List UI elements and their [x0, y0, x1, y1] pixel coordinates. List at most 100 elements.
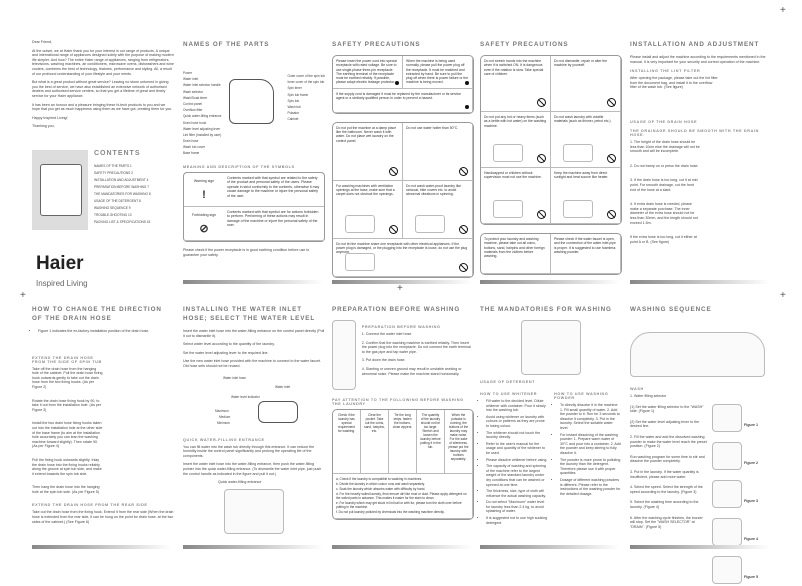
direction-step: Pull the fixing hook outwards slightly. …	[32, 457, 102, 476]
symbol-label: Warning sign	[193, 179, 215, 183]
safety-page-1: SAFETY PRECAUTIONS Please insert the powe…	[332, 40, 474, 286]
symbol-description: Contents marked with that symbol are for…	[227, 210, 319, 228]
precaution-cell: Do not put the machine at a damp place l…	[333, 122, 403, 181]
figure-block: Figure 4	[712, 508, 772, 546]
forbidding-sign-icon	[459, 262, 468, 272]
laundry-check: Check if the laundry has special require…	[333, 410, 361, 474]
precaution-cell: Do not let the machine share one recepta…	[333, 238, 473, 277]
part-label: Wash/Soak timer	[183, 95, 208, 100]
illustration	[415, 214, 445, 233]
detergent-item: For instant dissolving of the washing po…	[560, 433, 622, 456]
laundry-check: Clear the pocket. Take out the coins, sa…	[361, 410, 389, 474]
figure-drawing	[712, 442, 742, 470]
precaution-text: Do not wash laundry with volatile materi…	[554, 115, 612, 124]
precaution-text: Do not dismantle, repair or alter the ma…	[554, 59, 608, 68]
prep-step: 2. Confirm that the washing machine is e…	[361, 340, 471, 354]
logo-tagline: Inspired Living	[36, 279, 88, 288]
wash-step: Run washing program for some time to sti…	[630, 454, 705, 464]
laundry-note: a. Check if the laundry is compatible to…	[336, 477, 423, 481]
page-footer-bar	[32, 545, 172, 549]
contents-item: THE MANDATORIES FOR WASHING 8	[94, 192, 151, 196]
part-label: Inner cover of the spin tub	[287, 80, 325, 85]
prep-subtitle: PREPARATION BEFORE WASHING	[361, 325, 441, 329]
precaution-cell: When the machine is being used normally,…	[403, 56, 473, 89]
inlet-figure-label: Water inlet	[275, 384, 291, 389]
laundry-note: b. Divide the laundry in which colour ru…	[336, 482, 425, 486]
precaution-cell: Do not wash laundry with volatile materi…	[551, 112, 621, 168]
part-label: Outer cover of the spin tub	[287, 74, 325, 78]
figure-caption: Figure 5	[744, 575, 758, 580]
crop-mark-icon: +	[780, 5, 786, 16]
part-label: Quick water-filling entrance	[183, 114, 222, 119]
detergent-item: Refer to the user's manual for the usage…	[486, 442, 548, 456]
precaution-cell: Do not dismantle, repair or alter the ma…	[551, 56, 621, 112]
laundry-table: Check if the laundry has special require…	[332, 409, 474, 520]
precaution-cell: For washing machines with ventilation op…	[333, 180, 403, 239]
detergent-item: It is suggested not to use high sudsing …	[486, 516, 548, 525]
wash-step: 6. After the washing cycle finishes, the…	[630, 515, 703, 529]
forbidding-sign-icon	[537, 210, 546, 219]
forbidding-sign-icon	[607, 98, 616, 107]
figure-block: Figure 1	[712, 394, 772, 432]
intro-paragraph: But what is a great product without grea…	[32, 80, 169, 98]
inlet-figure-label: Medium	[219, 414, 231, 419]
lint-filter-text: After opening the package, please take o…	[630, 76, 718, 90]
washing-machine-illustration	[32, 150, 88, 230]
forbidding-sign-icon	[537, 154, 546, 163]
warning-icon	[395, 80, 399, 85]
detergent-column: HOW TO USE WHITENER Fill water to the dec…	[480, 387, 548, 527]
inlet-step: Insert the water inlet hose into the wat…	[183, 329, 325, 338]
figure-drawing	[712, 480, 742, 508]
part-label: Control panel	[183, 101, 202, 106]
machine-drawing	[258, 400, 298, 423]
detergent-list: To directly dissolve it in the machine: …	[554, 403, 622, 496]
forbidding-sign-icon	[389, 224, 398, 234]
figure-drawing	[712, 556, 742, 584]
contents-item: SAFETY PRECAUTIONS 2	[94, 171, 133, 175]
detergent-column: HOW TO USE WASHING POWDERTo directly dis…	[554, 387, 622, 527]
figure-caption: Figure 4	[744, 537, 758, 542]
inlet-step: Select water level according to the quan…	[183, 342, 275, 347]
drain-hose-step: If the extra hose is too long, cut it ei…	[630, 235, 697, 244]
drain-hose-step: 4. If extra drain hose is needed, please…	[630, 202, 698, 225]
control-panel-diagram	[630, 332, 765, 377]
direction-step: Then hang the drain hose into the hangin…	[32, 485, 100, 494]
detergent-item: Dosage of different washing powders is d…	[560, 478, 622, 496]
detergent-list: Fill water to the decided level. Dilute …	[480, 399, 548, 525]
illustration	[493, 200, 523, 218]
woman-illustration	[332, 320, 356, 390]
page-footer-bar	[183, 545, 323, 549]
page-footer-bar	[480, 545, 620, 549]
greeting: Dear Friend,	[32, 40, 52, 44]
rear-extend-text: Take out the drain hose from the fixing …	[32, 510, 174, 524]
safety-page-2-title: SAFETY PRECAUTIONS	[480, 41, 569, 48]
safety-page-1-title: SAFETY PRECAUTIONS	[332, 41, 421, 48]
precaution-cell: To protect your laundry and washing mach…	[481, 234, 551, 274]
part-label: Water inlet	[183, 77, 199, 82]
part-label: Lint filter (Installed by user)	[183, 132, 222, 137]
symbol-description: Contents marked with that symbol are rel…	[227, 176, 320, 198]
detergent-item: Avoid using whitener on laundry with col…	[486, 415, 548, 429]
direction-step: Rotate the drain hose fixing hook by 90,…	[32, 398, 102, 412]
illustration	[345, 214, 375, 233]
precaution-cell: Please insert the power cord into specia…	[333, 56, 403, 89]
wash-step: 4. Select the speed. Select the strength…	[630, 485, 703, 494]
install-intro: Please install and adjust the machine ac…	[630, 55, 766, 64]
figure-caption: Figure 2	[744, 461, 758, 466]
machine-drawing	[229, 79, 274, 124]
symbol-name: Warning sign!	[184, 173, 224, 206]
warning-icon	[465, 80, 469, 85]
crop-mark-icon: +	[20, 290, 26, 301]
quick-fill-label: Quick water-filling entrance	[218, 480, 262, 485]
laundry-note: f. Do not put laundry polluted by chemic…	[336, 510, 445, 514]
page-footer-bar	[480, 280, 620, 284]
precaution-cell: Do not wash water-proof laundry like rai…	[403, 180, 473, 239]
illustration	[493, 144, 523, 162]
detergent-subtitle: HOW TO USE WHITENER	[480, 392, 538, 396]
